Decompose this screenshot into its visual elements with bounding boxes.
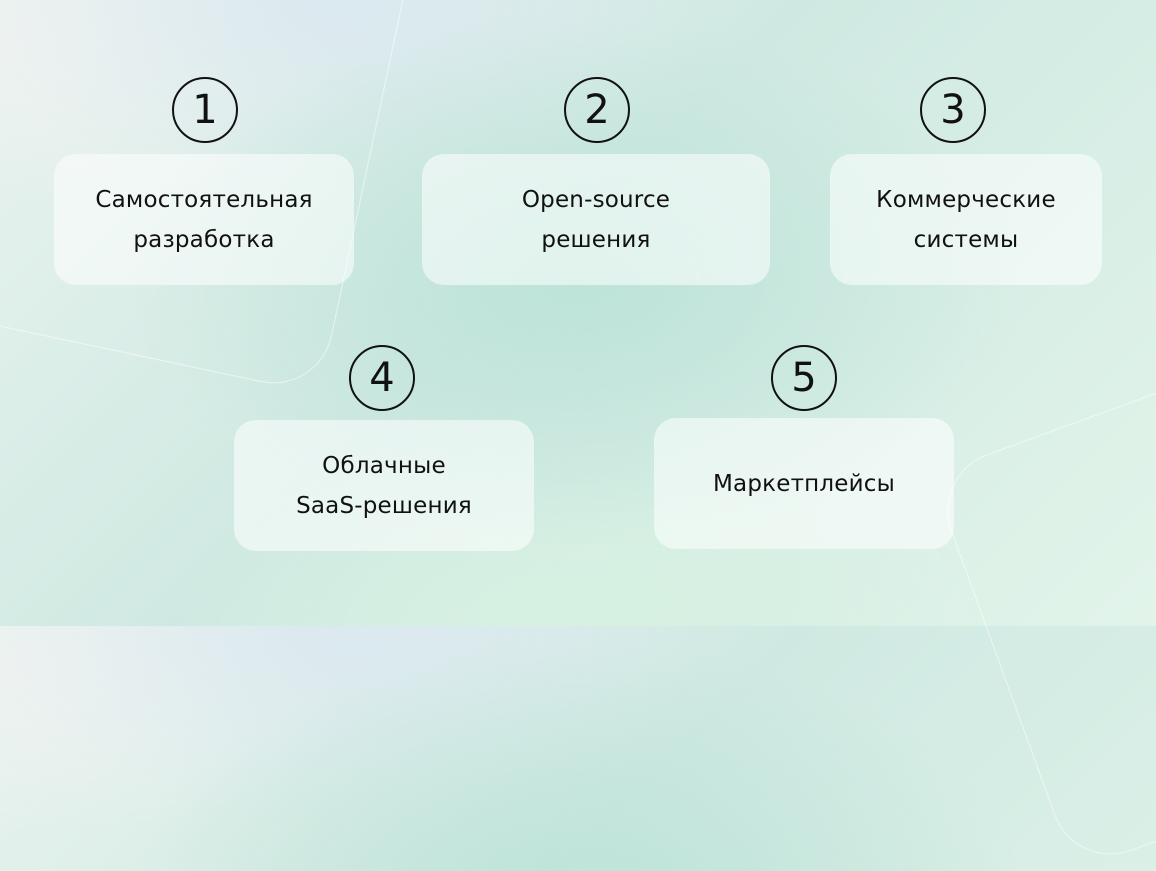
- step-number: 2: [584, 87, 610, 133]
- step-number: 1: [192, 87, 218, 133]
- step-number-badge: 5: [771, 345, 837, 411]
- option-card-self-development: Самостоятельная разработка: [54, 154, 354, 285]
- option-label: Облачные SaaS-решения: [296, 452, 472, 519]
- option-card-open-source: Open-source решения: [422, 154, 770, 285]
- step-number-badge: 3: [920, 77, 986, 143]
- step-number: 3: [940, 87, 966, 133]
- step-number-badge: 2: [564, 77, 630, 143]
- option-label: Самостоятельная разработка: [95, 186, 313, 253]
- step-number: 5: [791, 355, 817, 401]
- option-label: Коммерческие системы: [876, 186, 1056, 253]
- step-number-badge: 4: [349, 345, 415, 411]
- option-card-commercial: Коммерческие системы: [830, 154, 1102, 285]
- option-label: Open-source решения: [521, 186, 671, 253]
- option-card-marketplaces: Маркетплейсы: [654, 418, 954, 549]
- decorative-outline: [930, 330, 1156, 871]
- step-number-badge: 1: [172, 77, 238, 143]
- option-label: Маркетплейсы: [712, 470, 896, 497]
- option-card-cloud-saas: Облачные SaaS-решения: [234, 420, 534, 551]
- step-number: 4: [369, 355, 395, 401]
